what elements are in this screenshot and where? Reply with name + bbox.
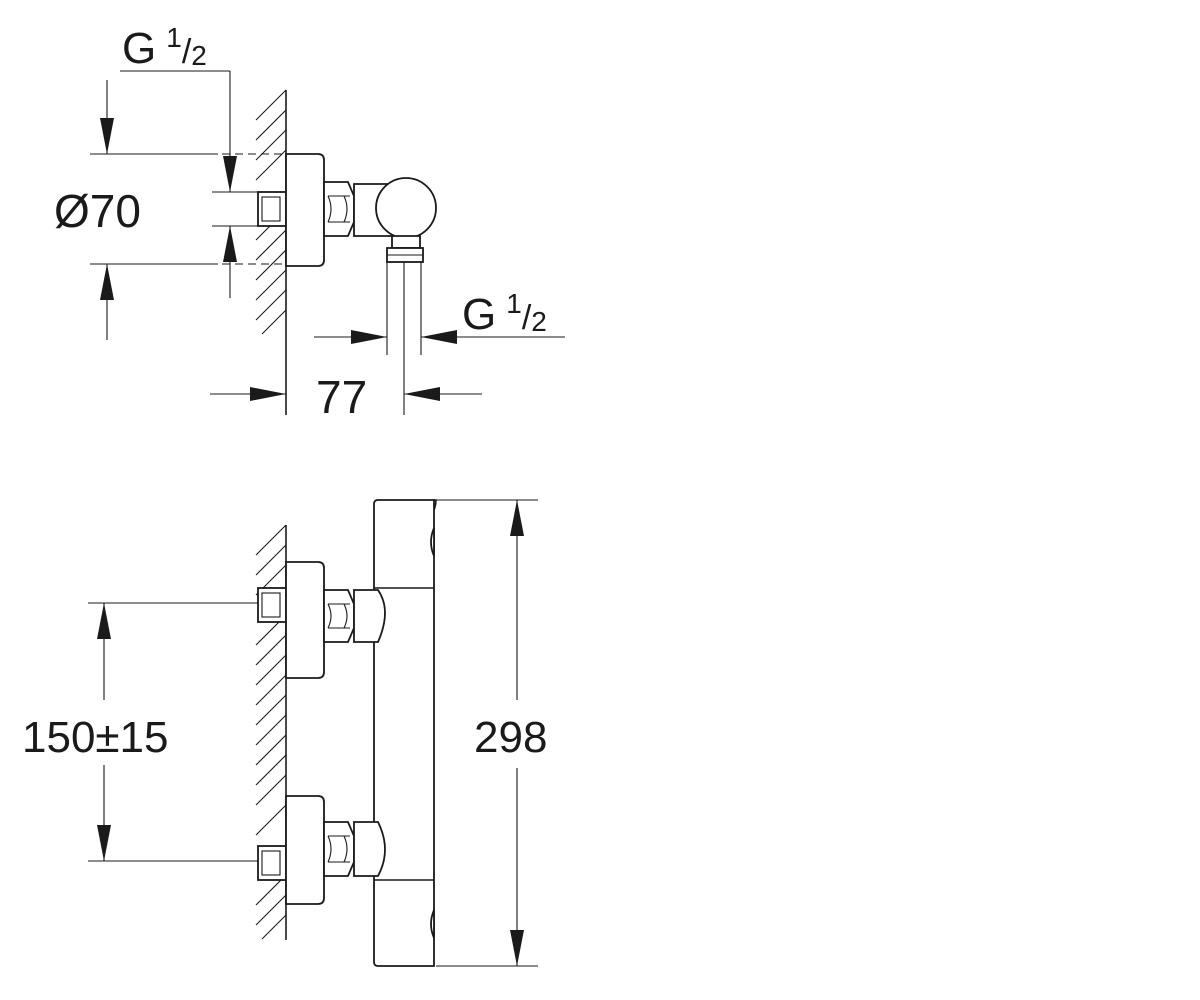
side-mixer-body	[375, 177, 437, 239]
outlet-thread-leader	[314, 330, 565, 344]
inlet-thread-leader	[120, 70, 258, 298]
side-wall-fitting-inner	[261, 196, 281, 222]
upper-connection	[257, 561, 386, 679]
lower-elbow	[353, 821, 386, 877]
diameter-dimension	[90, 80, 284, 340]
front-view: 150±15 298	[22, 499, 547, 967]
side-wall-fitting	[257, 191, 287, 227]
lower-escutcheon	[285, 795, 325, 905]
height-label: 298	[474, 713, 547, 762]
lower-nut	[323, 821, 355, 877]
front-mixer-body	[373, 499, 435, 967]
upper-nut	[323, 589, 355, 643]
diameter-label: Ø70	[54, 185, 141, 237]
side-nut	[323, 181, 355, 237]
side-outlet-neck	[391, 235, 421, 249]
projection-dimension	[210, 387, 482, 401]
side-escutcheon	[285, 153, 325, 267]
top-handle-notch	[430, 527, 435, 557]
upper-elbow	[353, 589, 386, 643]
centers-label: 150±15	[22, 713, 169, 762]
height-dimension	[436, 499, 538, 967]
upper-escutcheon	[285, 561, 325, 679]
bottom-handle-notch	[430, 909, 435, 939]
centers-dimension	[88, 602, 258, 862]
projection-label: 77	[316, 371, 367, 423]
lower-connection	[257, 795, 386, 905]
side-wall	[255, 89, 287, 415]
